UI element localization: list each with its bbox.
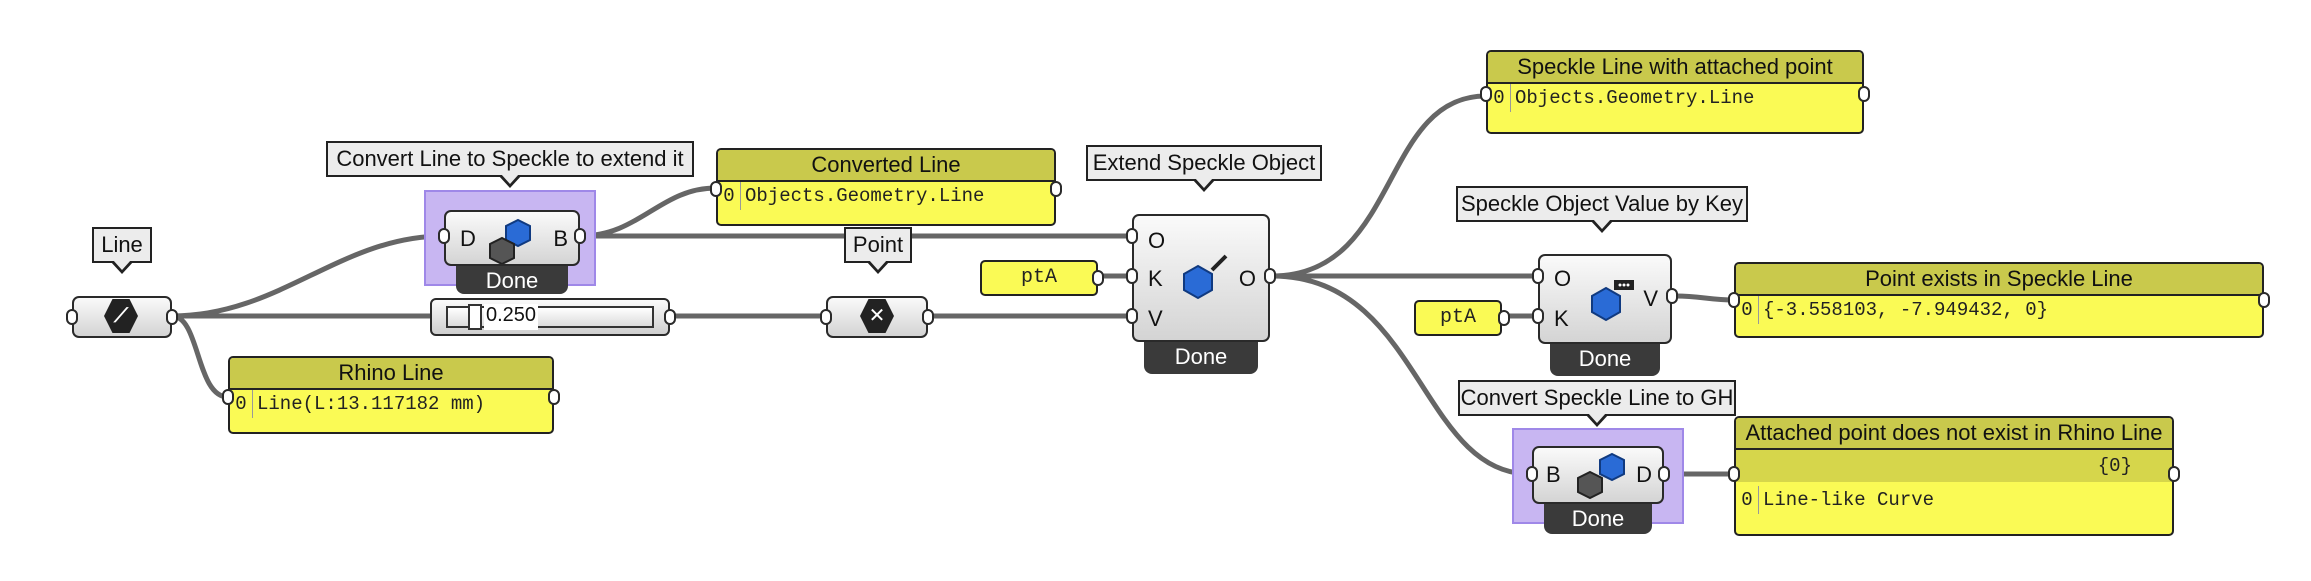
convert-to-speckle-component[interactable]: D B — [444, 210, 580, 266]
extend-input-o: O — [1148, 228, 1166, 253]
convert-gh-output-label: D — [1636, 462, 1652, 487]
row-value: {-3.558103, -7.949432, 0} — [1763, 299, 2049, 321]
point-input-grip[interactable] — [820, 309, 832, 325]
row-value: Line(L:13.117182 mm) — [257, 393, 486, 415]
tooltip-line: Line — [92, 227, 152, 274]
key-param-1-output-grip[interactable] — [1092, 270, 1104, 286]
panel-title: Speckle Line with attached point — [1488, 52, 1862, 84]
panel-not-exists-output-grip[interactable] — [2168, 466, 2180, 482]
extend-speckle-object-component[interactable]: O K V O — [1132, 214, 1270, 342]
row-value: Objects.Geometry.Line — [745, 185, 985, 207]
extend-output-o: O — [1238, 266, 1256, 291]
convert-gh-input-label: B — [1546, 462, 1561, 487]
panel-title: Converted Line — [718, 150, 1054, 182]
extend-input-k-grip[interactable] — [1126, 268, 1138, 284]
tooltip-point: Point — [844, 227, 912, 274]
tooltip-value-by-key: Speckle Object Value by Key — [1456, 186, 1748, 233]
vbk-input-o: O — [1554, 266, 1572, 291]
slider-value: 0.250 — [484, 304, 538, 330]
speckle-extend-icon — [1183, 254, 1228, 300]
row-index: 0 — [1736, 486, 1759, 514]
panel-not-exists[interactable]: Attached point does not exist in Rhino L… — [1734, 416, 2174, 536]
wire-extend-to-convert-gh — [1271, 273, 1531, 477]
convert-gh-status: Done — [1544, 504, 1652, 534]
row-index: 0 — [1488, 84, 1511, 112]
convert-input-label: D — [460, 226, 476, 251]
row-value: Objects.Geometry.Line — [1515, 87, 1755, 109]
wire-line-to-panel — [171, 313, 229, 400]
panel-converted-input-grip[interactable] — [710, 181, 722, 197]
wire-valuebykey-to-panel — [1675, 293, 1735, 303]
convert-status: Done — [456, 266, 568, 294]
row-index: 0 — [718, 182, 741, 210]
key-param-2[interactable]: ptA — [1414, 300, 1502, 336]
convert-output-grip[interactable] — [574, 228, 586, 244]
extend-output-grip[interactable] — [1264, 268, 1276, 284]
panel-path: {0} — [1736, 450, 2172, 482]
vbk-output-v: V — [1643, 286, 1658, 311]
panel-title: Rhino Line — [230, 358, 552, 390]
panel-title: Point exists in Speckle Line — [1736, 264, 2262, 296]
convert-to-gh-component[interactable]: B D — [1532, 446, 1664, 504]
panel-point-exists[interactable]: Point exists in Speckle Line 0{-3.558103… — [1734, 262, 2264, 338]
panel-title: Attached point does not exist in Rhino L… — [1736, 418, 2172, 450]
convert-input-grip[interactable] — [438, 228, 450, 244]
tooltip-convert-to-gh: Convert Speckle Line to GH — [1458, 380, 1736, 427]
panel-row: 0{-3.558103, -7.949432, 0} — [1736, 296, 2262, 324]
panel-speckle-line-output-grip[interactable] — [1858, 86, 1870, 102]
key-param-2-output-grip[interactable] — [1498, 310, 1510, 326]
wire-extend-to-panel — [1271, 93, 1487, 279]
panel-converted-output-grip[interactable] — [1050, 181, 1062, 197]
convert-output-label: B — [553, 226, 568, 251]
vbk-input-o-grip[interactable] — [1532, 268, 1544, 284]
extend-input-k: K — [1148, 266, 1163, 291]
key-param-1[interactable]: ptA — [980, 260, 1098, 296]
panel-point-exists-input-grip[interactable] — [1728, 292, 1740, 308]
slider-output-grip[interactable] — [664, 309, 676, 325]
tooltip-extend: Extend Speckle Object — [1086, 145, 1322, 192]
vbk-output-grip[interactable] — [1666, 288, 1678, 304]
vbk-input-k-grip[interactable] — [1532, 308, 1544, 324]
slider-knob[interactable] — [468, 304, 482, 330]
speckle-to-gh-icon — [1577, 452, 1625, 500]
extend-input-o-grip[interactable] — [1126, 228, 1138, 244]
panel-speckle-line-input-grip[interactable] — [1480, 86, 1492, 102]
speckle-cube-icon — [489, 218, 531, 264]
wire-convert-to-panel — [579, 185, 717, 239]
line-param-output-grip[interactable] — [166, 309, 178, 325]
panel-point-exists-output-grip[interactable] — [2258, 292, 2270, 308]
value-by-key-component[interactable]: O K V — [1538, 254, 1672, 344]
convert-gh-input-grip[interactable] — [1526, 466, 1538, 482]
row-index: 0 — [1736, 296, 1759, 324]
panel-rhino-line-output-grip[interactable] — [548, 389, 560, 405]
panel-rhino-line-input-grip[interactable] — [222, 389, 234, 405]
line-icon: ⟋ — [104, 299, 138, 333]
speckle-key-icon — [1591, 280, 1634, 322]
panel-not-exists-input-grip[interactable] — [1728, 466, 1740, 482]
extend-input-v-grip[interactable] — [1126, 308, 1138, 324]
tooltip-convert-to-speckle: Convert Line to Speckle to extend it — [326, 141, 694, 188]
convert-gh-output-grip[interactable] — [1658, 466, 1670, 482]
point-output-grip[interactable] — [922, 309, 934, 325]
vbk-status: Done — [1550, 344, 1660, 376]
extend-status: Done — [1144, 342, 1258, 374]
row-index: 0 — [230, 390, 253, 418]
point-icon: ✕ — [860, 299, 894, 333]
number-slider[interactable]: 0.250 — [430, 298, 670, 336]
row-value: Line-like Curve — [1763, 489, 1935, 511]
vbk-input-k: K — [1554, 306, 1569, 331]
line-param-input-grip[interactable] — [66, 309, 78, 325]
extend-input-v: V — [1148, 306, 1163, 331]
wire-line-to-convert — [171, 233, 445, 319]
